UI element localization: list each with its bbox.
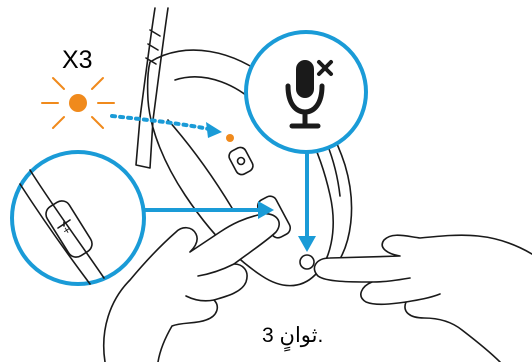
led-spot bbox=[226, 134, 234, 142]
mic-button bbox=[300, 255, 314, 269]
power-button bbox=[227, 145, 255, 176]
led-light-icon bbox=[42, 78, 114, 128]
press-count-label: X3 bbox=[62, 46, 93, 74]
hold-duration-label: 3 ثوانٍ. bbox=[262, 324, 323, 353]
headband bbox=[140, 8, 168, 120]
headband-slider bbox=[136, 118, 153, 168]
right-hand bbox=[314, 235, 532, 362]
led-pointer-arrow bbox=[112, 116, 234, 142]
